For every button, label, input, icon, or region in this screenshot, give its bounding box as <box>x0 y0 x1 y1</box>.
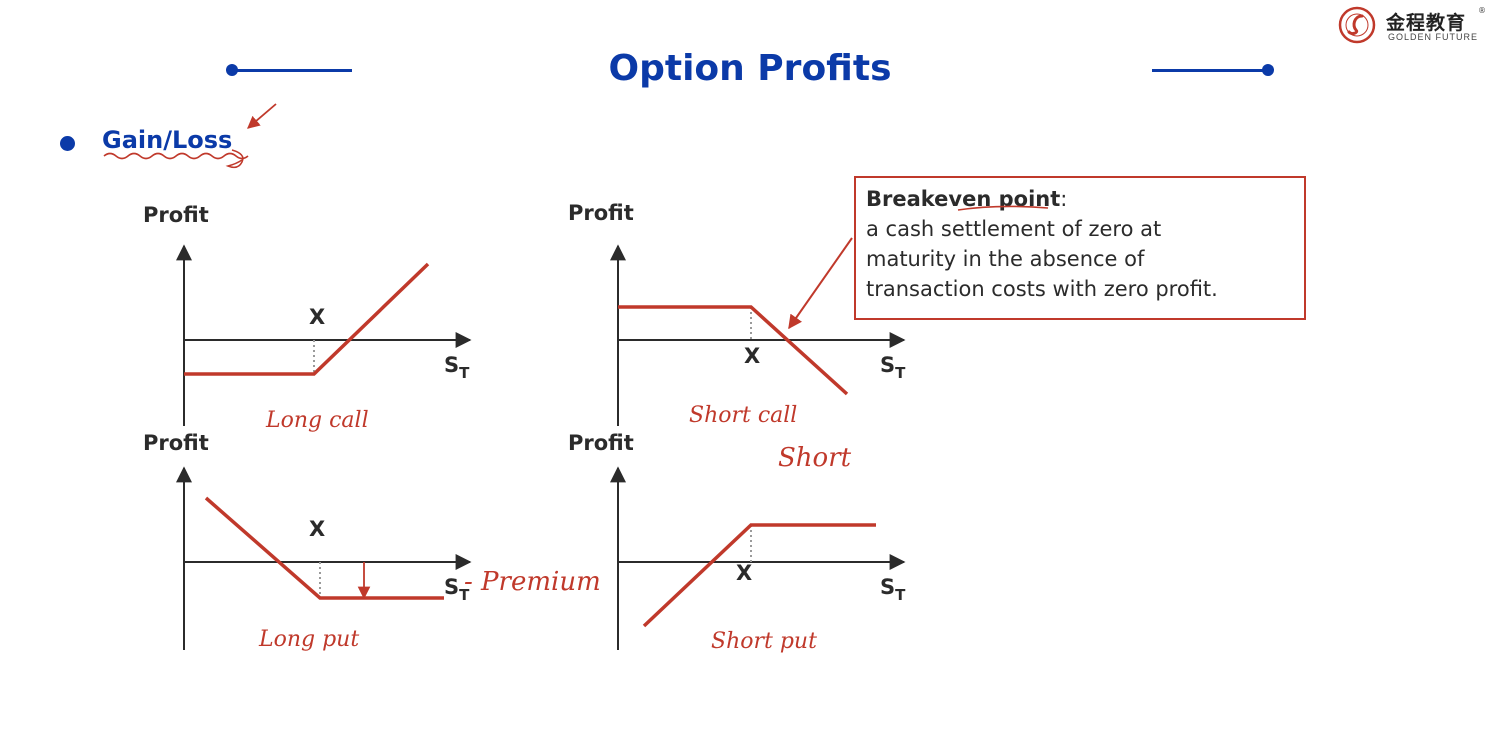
payoff-line <box>642 523 876 628</box>
panel-long-call: Profit X ST Long call <box>143 203 472 433</box>
payoff-line <box>618 305 849 396</box>
bullet-dot <box>60 136 75 151</box>
x-axis-label: ST <box>880 353 906 382</box>
x-axis-label-sub: T <box>459 586 470 604</box>
title-right-dot <box>1262 64 1274 76</box>
brand-logo: 金程教育 ® GOLDEN FUTURE <box>1338 6 1488 44</box>
y-axis-label: Profit <box>143 203 209 227</box>
panel-short-call: Profit X ST Short call <box>568 201 906 428</box>
logo-seal-icon <box>1338 6 1376 44</box>
strike-label: X <box>309 517 325 541</box>
callout-line: maturity in the absence of <box>866 247 1145 271</box>
x-axis-label-sub: T <box>895 364 906 382</box>
logo-chinese-name: 金程教育 <box>1386 12 1467 34</box>
x-axis-label-main: S <box>444 353 459 377</box>
callout-line: a cash settlement of zero at <box>866 217 1162 241</box>
x-axis-label-sub: T <box>895 586 906 604</box>
underline-squiggle <box>103 152 249 160</box>
callout-underline-mark <box>957 205 1049 211</box>
x-axis-label: ST <box>444 353 470 382</box>
panel-long-put: Profit X ST Long put <box>143 431 472 652</box>
panel-caption: Long call <box>265 408 369 433</box>
strike-label: X <box>736 561 752 585</box>
ink-loop-mark <box>225 149 244 169</box>
payoff-line <box>204 496 444 600</box>
breakeven-pointer-arrow <box>788 237 853 330</box>
title-left-rule <box>232 69 352 72</box>
note-arrow <box>247 103 277 129</box>
title-right-rule <box>1152 69 1270 72</box>
x-axis-label-main: S <box>444 575 459 599</box>
short-note: Short <box>778 443 852 473</box>
callout-colon: : <box>1060 187 1068 211</box>
x-axis-label-sub: T <box>459 364 470 382</box>
x-axis-label-main: S <box>880 353 895 377</box>
payoff-line <box>184 262 430 376</box>
title-left-dot <box>226 64 238 76</box>
panel-caption: Short call <box>689 403 797 428</box>
logo-registered-mark: ® <box>1478 6 1486 15</box>
x-axis-label: ST <box>880 575 906 604</box>
strike-label: X <box>309 305 325 329</box>
breakeven-callout: Breakeven point: a cash settlement of ze… <box>854 176 1306 320</box>
logo-english-name: GOLDEN FUTURE <box>1388 32 1479 42</box>
strike-label: X <box>744 344 760 368</box>
page-title: Option Profits <box>608 48 892 89</box>
y-axis-label: Profit <box>143 431 209 455</box>
hand-annotations: Short - Premium <box>103 103 1049 597</box>
panel-short-put: Profit X ST Short put <box>568 431 906 654</box>
x-axis-label-main: S <box>880 575 895 599</box>
bullet-heading: Gain/Loss <box>102 126 233 154</box>
y-axis-label: Profit <box>568 201 634 225</box>
panel-caption: Long put <box>258 627 359 652</box>
premium-note: - Premium <box>464 567 601 597</box>
callout-line: transaction costs with zero profit. <box>866 277 1218 301</box>
panel-caption: Short put <box>711 629 817 654</box>
x-axis-label: ST <box>444 575 470 604</box>
y-axis-label: Profit <box>568 431 634 455</box>
